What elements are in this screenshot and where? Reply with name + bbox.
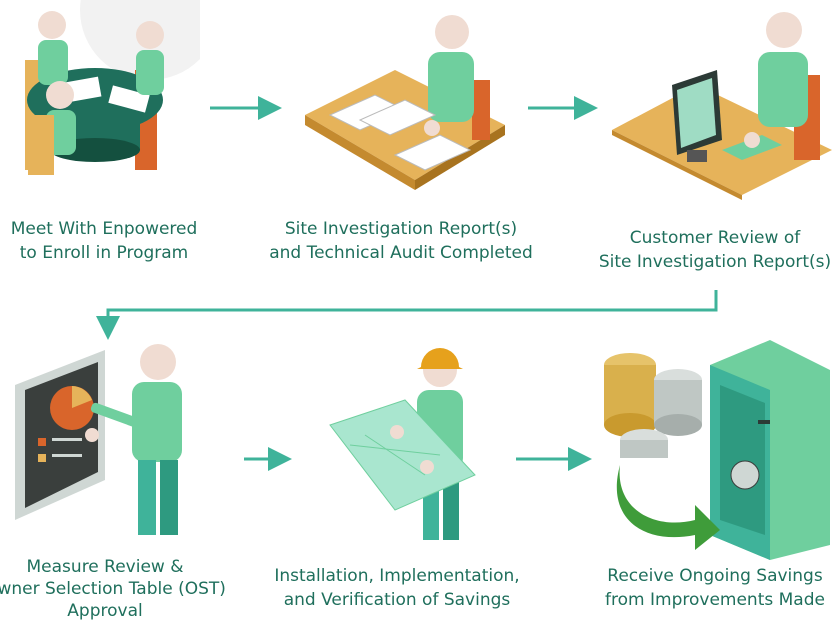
desk-report-icon [305, 15, 505, 190]
step-2-line-1: Site Investigation Report(s) [284, 219, 518, 239]
step-5-caption: Installation, Implementation, and Verifi… [262, 564, 532, 612]
step-2-caption: Site Investigation Report(s) and Technic… [266, 217, 536, 265]
step-4-line-1: Measure Review & [26, 557, 184, 577]
step-3-caption: Customer Review of Site Investigation Re… [595, 226, 835, 274]
presentation-chart-icon [15, 344, 182, 535]
coins-safe-icon [604, 340, 830, 560]
step-5-line-2: and Verification of Savings [283, 590, 511, 610]
step-4-line-3: Approval [67, 601, 143, 621]
arrow-3-to-4 [96, 290, 718, 340]
step-6-line-1: Receive Ongoing Savings [607, 566, 823, 586]
step-3-line-1: Customer Review of [629, 228, 801, 248]
step-1-line-2: to Enroll in Program [19, 243, 189, 263]
step-1-caption: Meet With Enpowered to Enroll in Program [4, 217, 204, 265]
meeting-table-icon [25, 0, 200, 175]
step-5-line-1: Installation, Implementation, [274, 566, 520, 586]
step-1-line-1: Meet With Enpowered [10, 219, 198, 239]
step-3-line-2: Site Investigation Report(s) [598, 252, 832, 272]
step-4-line-2: Owner Selection Table (OST) [0, 579, 226, 599]
step-4-caption: Measure Review & Owner Selection Table (… [0, 556, 230, 622]
step-2-line-2: and Technical Audit Completed [269, 243, 533, 263]
blueprint-worker-icon [329, 348, 476, 540]
computer-review-icon [612, 12, 832, 200]
step-6-line-2: from Improvements Made [605, 590, 825, 610]
step-6-caption: Receive Ongoing Savings from Improvement… [595, 564, 835, 612]
